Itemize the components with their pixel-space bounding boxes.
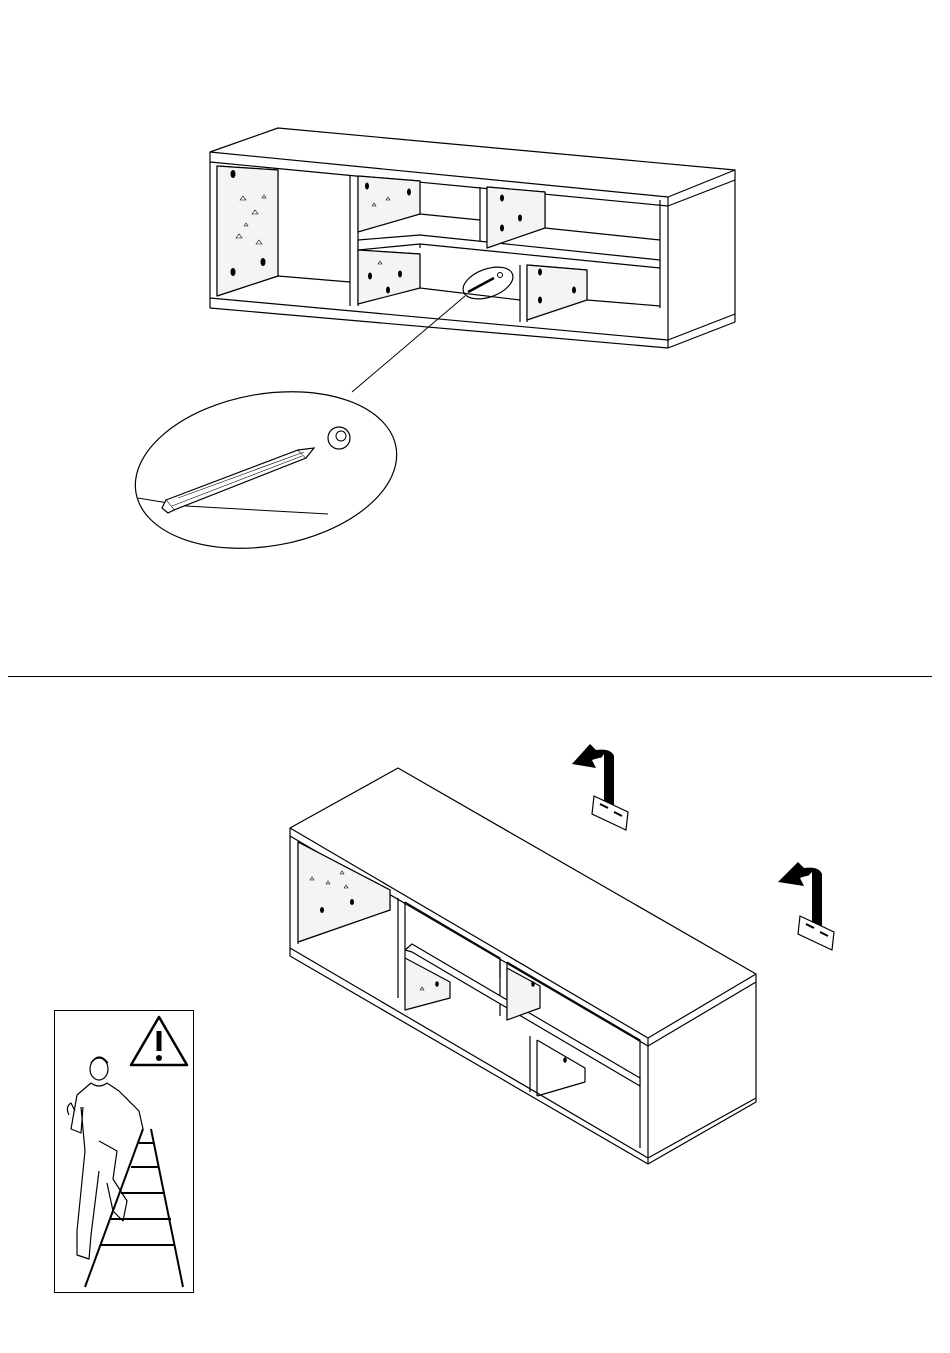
person-on-ladder-figure xyxy=(55,1011,195,1294)
cabinet-dowel-illustration xyxy=(0,0,950,676)
wall-bracket-1 xyxy=(572,744,628,830)
top-step-panel xyxy=(0,0,950,676)
wall-bracket-2 xyxy=(778,862,834,950)
warning-triangle-icon xyxy=(131,1017,187,1065)
section-divider xyxy=(8,676,932,677)
safety-warning-box xyxy=(54,1010,194,1293)
